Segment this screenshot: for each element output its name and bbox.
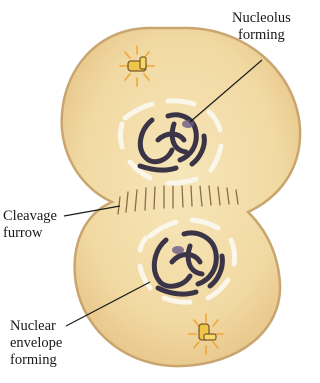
nuclear-label-line-1: Nuclear <box>10 318 62 335</box>
cleavage-furrow-label: Cleavage furrow <box>3 208 57 242</box>
nucleolus-label-line-1: Nucleolus <box>232 10 291 27</box>
centrosome-bottom-icon <box>189 314 223 354</box>
nucleolus-bottom <box>172 246 184 254</box>
cell-body <box>62 28 300 366</box>
nucleolus-top <box>182 120 194 128</box>
nuclear-envelope-forming-label: Nuclear envelope forming <box>10 318 62 369</box>
nuclear-label-line-2: envelope <box>10 335 62 352</box>
nuclear-label-line-3: forming <box>10 352 62 369</box>
nucleolus-forming-label: Nucleolus forming <box>232 10 291 44</box>
cleavage-label-line-2: furrow <box>3 225 57 242</box>
cleavage-label-line-1: Cleavage <box>3 208 57 225</box>
nucleolus-label-line-2: forming <box>232 27 291 44</box>
centrosome-top-icon <box>120 46 154 86</box>
